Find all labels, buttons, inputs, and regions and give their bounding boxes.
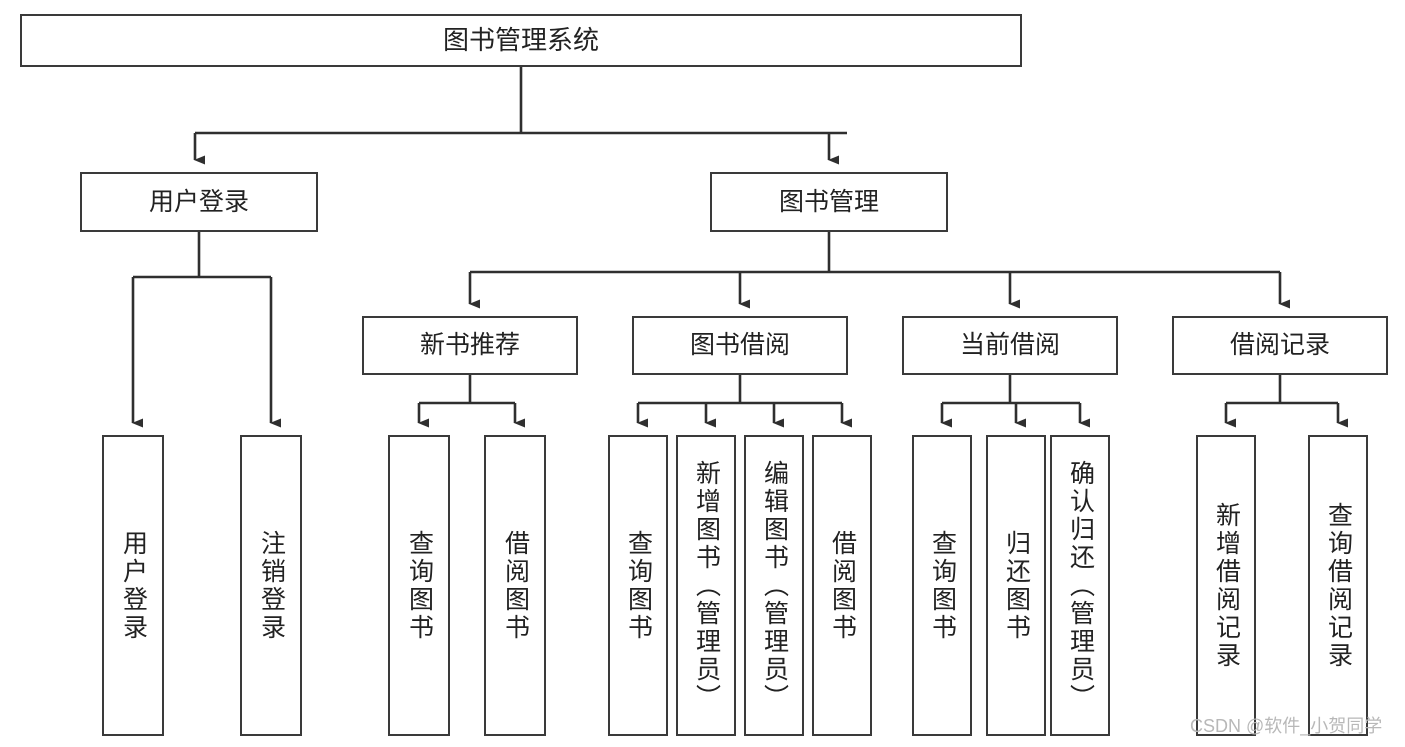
node-leaf-rec-borrow-book[interactable]: 借阅图书 (484, 435, 546, 736)
node-leaf-br-query-record[interactable]: 查询借阅记录 (1308, 435, 1368, 736)
node-label-leaf-user-login: 用户登录 (119, 529, 148, 642)
node-label-leaf-cb-confirm-return: 确认归还（管理员） (1066, 459, 1095, 712)
node-label-leaf-bb-add-book: 新增图书（管理员） (692, 459, 721, 712)
node-label-leaf-rec-borrow-book: 借阅图书 (501, 529, 530, 642)
node-label-new-book-rec: 新书推荐 (419, 331, 520, 360)
node-new-book-rec[interactable]: 新书推荐 (362, 316, 578, 375)
node-leaf-bb-add-book[interactable]: 新增图书（管理员） (676, 435, 736, 736)
node-leaf-bb-query-book[interactable]: 查询图书 (608, 435, 668, 736)
node-label-leaf-rec-query-book: 查询图书 (405, 529, 434, 642)
node-borrow-record[interactable]: 借阅记录 (1172, 316, 1388, 375)
node-leaf-br-add-record[interactable]: 新增借阅记录 (1196, 435, 1256, 736)
node-leaf-cb-confirm-return[interactable]: 确认归还（管理员） (1050, 435, 1110, 736)
node-leaf-user-login[interactable]: 用户登录 (102, 435, 164, 736)
node-label-leaf-bb-query-book: 查询图书 (624, 529, 653, 642)
node-book-borrow[interactable]: 图书借阅 (632, 316, 848, 375)
node-label-borrow-record: 借阅记录 (1229, 331, 1330, 360)
node-leaf-user-logout[interactable]: 注销登录 (240, 435, 302, 736)
node-label-leaf-br-query-record: 查询借阅记录 (1324, 501, 1353, 670)
node-label-leaf-bb-borrow-book: 借阅图书 (828, 529, 857, 642)
node-label-leaf-br-add-record: 新增借阅记录 (1212, 501, 1241, 670)
node-label-leaf-cb-query-book: 查询图书 (928, 529, 957, 642)
node-label-root: 图书管理系统 (442, 24, 599, 55)
node-leaf-bb-edit-book[interactable]: 编辑图书（管理员） (744, 435, 804, 736)
node-label-current-borrow: 当前借阅 (959, 331, 1060, 360)
node-label-book-borrow: 图书借阅 (689, 331, 790, 360)
node-label-leaf-bb-edit-book: 编辑图书（管理员） (760, 459, 789, 712)
node-current-borrow[interactable]: 当前借阅 (902, 316, 1118, 375)
node-leaf-cb-return-book[interactable]: 归还图书 (986, 435, 1046, 736)
node-book-manage[interactable]: 图书管理 (710, 172, 948, 232)
node-leaf-rec-query-book[interactable]: 查询图书 (388, 435, 450, 736)
node-user-login[interactable]: 用户登录 (80, 172, 318, 232)
node-label-leaf-cb-return-book: 归还图书 (1002, 529, 1031, 642)
node-leaf-cb-query-book[interactable]: 查询图书 (912, 435, 972, 736)
node-label-leaf-user-logout: 注销登录 (257, 529, 286, 642)
node-leaf-bb-borrow-book[interactable]: 借阅图书 (812, 435, 872, 736)
node-root[interactable]: 图书管理系统 (20, 14, 1022, 67)
node-label-user-login: 用户登录 (148, 187, 249, 216)
node-label-book-manage: 图书管理 (778, 187, 879, 216)
